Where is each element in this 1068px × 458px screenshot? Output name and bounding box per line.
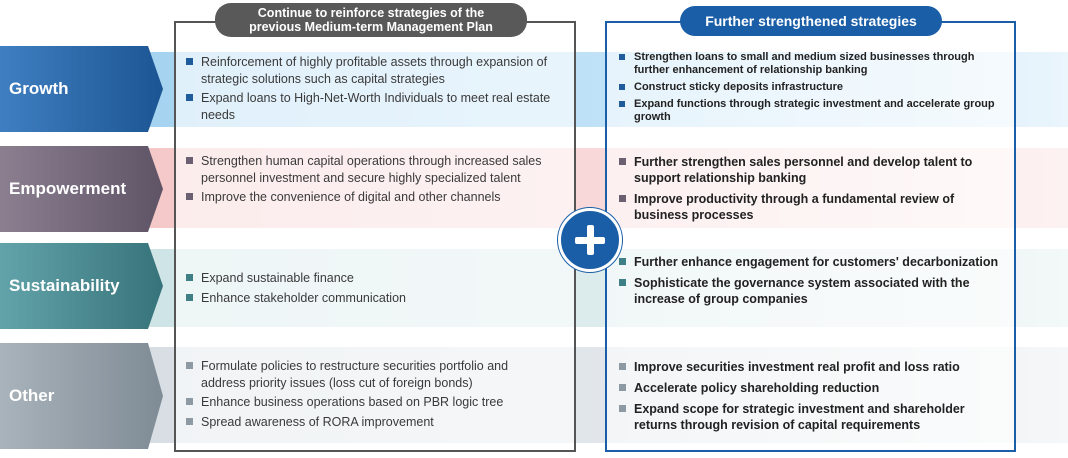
square-bullet-icon xyxy=(619,84,625,90)
list-item: Formulate policies to restructure securi… xyxy=(186,358,556,391)
list-item: Strengthen loans to small and medium siz… xyxy=(619,51,1011,77)
list-item-text: Expand functions through strategic inves… xyxy=(634,98,995,123)
other-chevron-shape xyxy=(0,343,163,449)
square-bullet-icon xyxy=(619,258,626,265)
list-item-text: Accelerate policy shareholding reduction xyxy=(634,381,880,395)
growth-right-list: Strengthen loans to small and medium siz… xyxy=(619,51,1011,128)
other-left-list: Formulate policies to restructure securi… xyxy=(186,358,556,433)
square-bullet-icon xyxy=(619,195,626,202)
list-item: Spread awareness of RORA improvement xyxy=(186,414,556,431)
list-item-text: Further strengthen sales personnel and d… xyxy=(634,155,973,185)
list-item-text: Construct sticky deposits infrastructure xyxy=(634,81,844,93)
list-item-text: Expand sustainable finance xyxy=(201,271,354,285)
square-bullet-icon xyxy=(186,58,193,65)
empowerment-label-chevron: Empowerment xyxy=(0,146,163,232)
sustainability-chevron-shape xyxy=(0,243,163,329)
empowerment-label: Empowerment xyxy=(9,179,127,198)
list-item-text: Expand scope for strategic investment an… xyxy=(634,402,965,432)
growth-chevron-shape xyxy=(0,46,163,132)
growth-label-chevron: Growth xyxy=(0,46,163,132)
list-item: Accelerate policy shareholding reduction xyxy=(619,380,1011,396)
list-item: Expand scope for strategic investment an… xyxy=(619,401,1011,433)
square-bullet-icon xyxy=(619,158,626,165)
list-item-text: Spread awareness of RORA improvement xyxy=(201,414,434,429)
growth-left-list: Reinforcement of highly profitable asset… xyxy=(186,54,556,126)
list-item-text: Strengthen human capital operations thro… xyxy=(201,154,542,185)
list-item-text: Formulate policies to restructure securi… xyxy=(201,359,509,390)
list-item-text: Improve securities investment real profi… xyxy=(634,360,960,374)
list-item-text: Improve the convenience of digital and o… xyxy=(201,190,501,204)
list-item-text: Reinforcement of highly profitable asset… xyxy=(201,55,548,86)
empowerment-chevron-shape xyxy=(0,146,163,232)
list-item: Improve the convenience of digital and o… xyxy=(186,189,556,206)
list-item-text: Enhance business operations based on PBR… xyxy=(201,395,504,409)
square-bullet-icon xyxy=(619,101,625,107)
square-bullet-icon xyxy=(619,54,625,60)
empowerment-right-list: Further strengthen sales personnel and d… xyxy=(619,154,1011,228)
other-right-list: Improve securities investment real profi… xyxy=(619,359,1011,438)
list-item: Improve securities investment real profi… xyxy=(619,359,1011,375)
square-bullet-icon xyxy=(619,384,626,391)
list-item: Expand sustainable finance xyxy=(186,270,556,287)
square-bullet-icon xyxy=(186,293,193,301)
sustainability-label-chevron: Sustainability xyxy=(0,243,163,329)
list-item-text: Enhance stakeholder communication xyxy=(201,290,406,305)
square-bullet-icon xyxy=(186,94,193,101)
list-item: Expand functions through strategic inves… xyxy=(619,98,1011,124)
list-item: Improve productivity through a fundament… xyxy=(619,191,1011,223)
list-item-text: Expand loans to High-Net-Worth Individua… xyxy=(201,91,551,122)
square-bullet-icon xyxy=(619,363,626,370)
list-item: Strengthen human capital operations thro… xyxy=(186,153,556,186)
list-item-text: Sophisticate the governance system assoc… xyxy=(634,276,970,306)
square-bullet-icon xyxy=(186,193,193,200)
previous-plan-header: Continue to reinforce strategies of the … xyxy=(215,3,527,37)
square-bullet-icon xyxy=(186,157,193,164)
previous-plan-header-line1: Continue to reinforce strategies of the xyxy=(257,6,485,20)
growth-label: Growth xyxy=(9,79,69,98)
further-strategies-header: Further strengthened strategies xyxy=(680,6,942,36)
list-item: Further enhance engagement for customers… xyxy=(619,254,1011,270)
square-bullet-icon xyxy=(186,274,193,281)
list-item: Reinforcement of highly profitable asset… xyxy=(186,54,556,87)
previous-plan-header-line2: previous Medium-term Management Plan xyxy=(249,20,493,34)
empowerment-left-list: Strengthen human capital operations thro… xyxy=(186,153,556,209)
square-bullet-icon xyxy=(186,417,193,425)
sustainability-left-list: Expand sustainable finance Enhance stake… xyxy=(186,270,556,309)
other-label-chevron: Other xyxy=(0,343,163,449)
list-item: Sophisticate the governance system assoc… xyxy=(619,275,1011,307)
square-bullet-icon xyxy=(186,362,193,369)
list-item-text: Improve productivity through a fundament… xyxy=(634,192,955,222)
square-bullet-icon xyxy=(186,398,193,405)
square-bullet-icon xyxy=(619,279,626,286)
list-item: Enhance stakeholder communication xyxy=(186,290,556,307)
square-bullet-icon xyxy=(619,405,626,412)
further-strategies-column xyxy=(605,21,1016,452)
other-label: Other xyxy=(9,386,55,405)
plus-icon xyxy=(558,208,622,272)
list-item: Expand loans to High-Net-Worth Individua… xyxy=(186,90,556,123)
list-item: Construct sticky deposits infrastructure xyxy=(619,81,1011,94)
list-item-text: Further enhance engagement for customers… xyxy=(634,255,999,269)
list-item: Further strengthen sales personnel and d… xyxy=(619,154,1011,186)
list-item-text: Strengthen loans to small and medium siz… xyxy=(634,51,975,76)
list-item: Enhance business operations based on PBR… xyxy=(186,394,556,411)
sustainability-label: Sustainability xyxy=(9,276,120,295)
sustainability-right-list: Further enhance engagement for customers… xyxy=(619,254,1011,312)
